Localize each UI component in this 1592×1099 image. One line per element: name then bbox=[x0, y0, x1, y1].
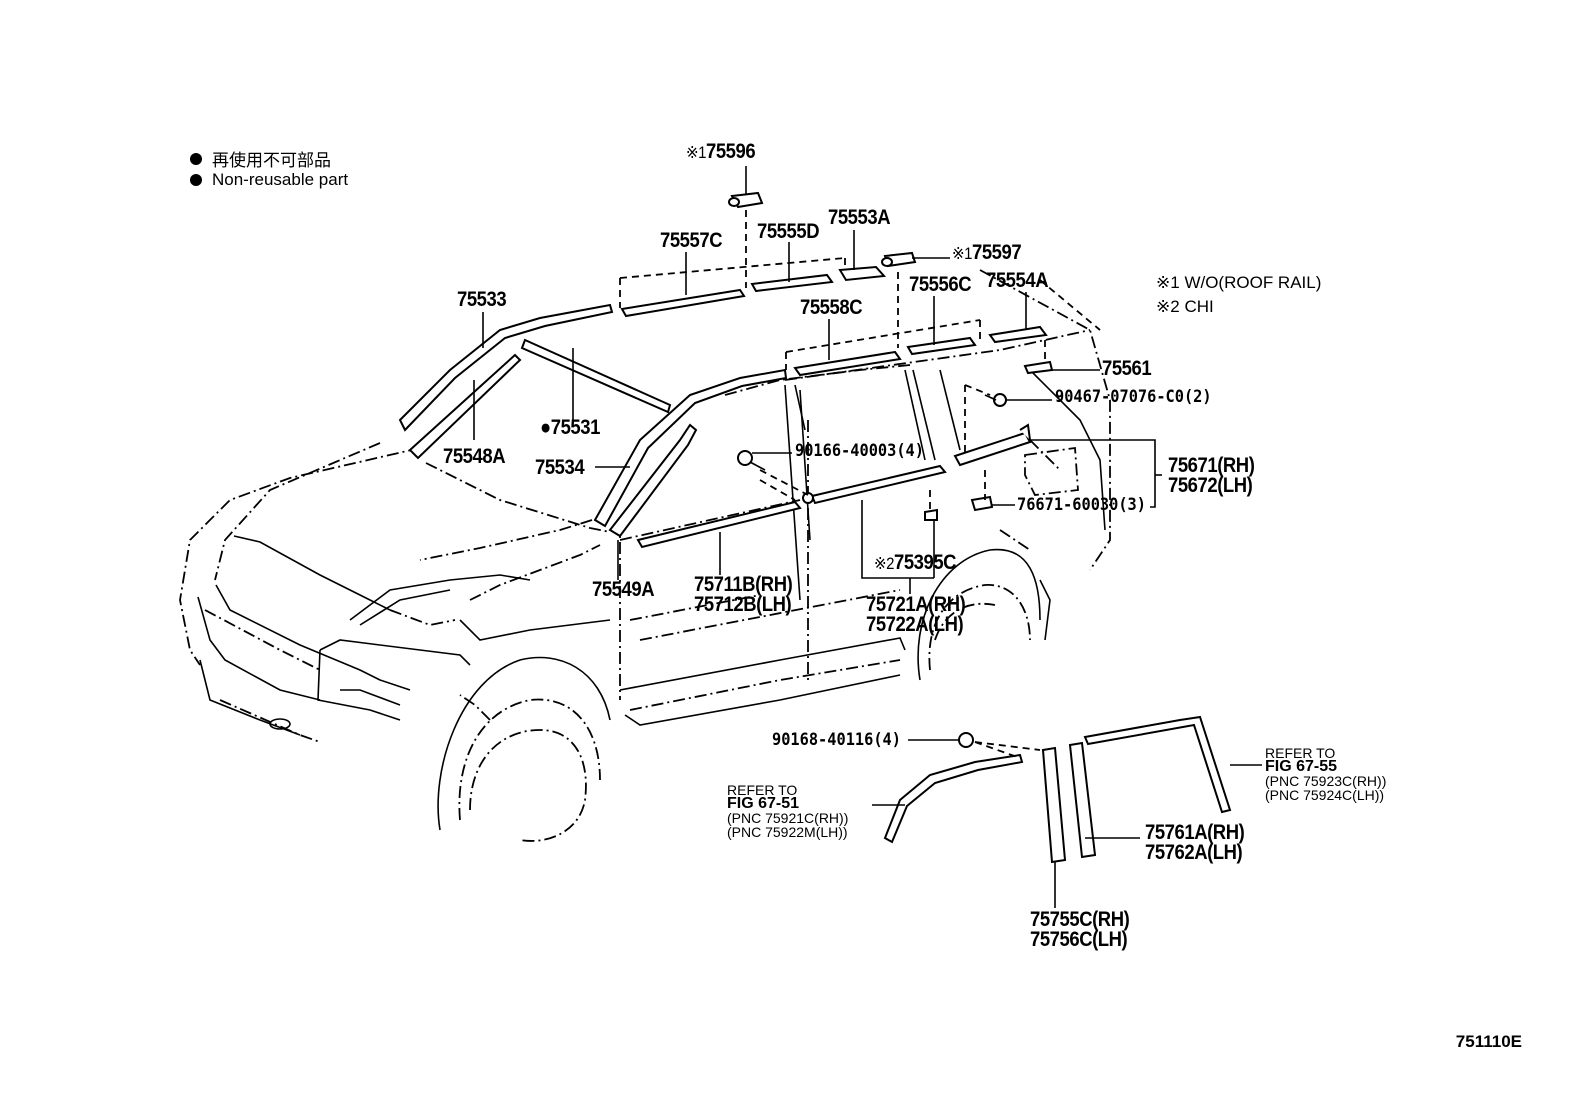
part-number-rh: 75761A(RH) bbox=[1145, 821, 1245, 844]
part-label-75561[interactable]: 75561 bbox=[1102, 357, 1152, 380]
part-number-lh: 75756C(LH) bbox=[1030, 928, 1128, 951]
part-label-75554A[interactable]: 75554A bbox=[986, 269, 1049, 292]
reference-figure: FIG 67-51 bbox=[727, 795, 800, 812]
part-number-rh: 75721A(RH) bbox=[866, 593, 966, 616]
reference-fig-67-51[interactable]: REFER TO FIG 67-51 (PNC 75921C(RH)) (PNC… bbox=[727, 783, 848, 839]
part-label-75531[interactable]: ●75531 bbox=[540, 417, 600, 438]
note-text: CHI bbox=[1184, 297, 1214, 316]
legend-text: 再使用不可部品 bbox=[212, 151, 331, 170]
part-label-75395C[interactable]: ※275395C bbox=[874, 551, 957, 574]
part-label-75596[interactable]: ※175596 bbox=[686, 140, 756, 163]
leader-lines bbox=[473, 166, 1262, 908]
note-1: ※1 W/O(ROOF RAIL) bbox=[1156, 274, 1321, 291]
reference-pnc-lh: (PNC 75922M(LH)) bbox=[727, 824, 848, 840]
note-2: ※2 CHI bbox=[1156, 298, 1214, 315]
reference-heading: REFER TO bbox=[1265, 745, 1336, 761]
part-label-75548A[interactable]: 75548A bbox=[443, 445, 506, 468]
part-number: 75395C bbox=[893, 551, 957, 574]
reference-pnc-rh: (PNC 75921C(RH)) bbox=[727, 810, 849, 826]
part-label-75721a-75722a[interactable]: 75721A(RH) 75722A(LH) bbox=[866, 593, 966, 636]
filled-circle-icon bbox=[190, 152, 202, 165]
part-label-75549A[interactable]: 75549A bbox=[592, 578, 655, 601]
filled-circle-icon bbox=[190, 174, 202, 186]
part-label-75557C[interactable]: 75557C bbox=[660, 229, 723, 252]
part-number-rh: 75711B(RH) bbox=[694, 573, 793, 596]
part-number-lh: 75762A(LH) bbox=[1145, 841, 1243, 864]
reference-figure: FIG 67-55 bbox=[1265, 758, 1338, 775]
condition-mark: ※1 bbox=[686, 143, 706, 162]
part-label-90467-07076-c0[interactable]: 90467-07076-C0(2) bbox=[1055, 387, 1212, 407]
part-number: 75596 bbox=[705, 140, 756, 163]
legend-item-en: Non-reusable part bbox=[190, 170, 348, 190]
part-number: 75597 bbox=[971, 241, 1022, 264]
part-number-rh: 75671(RH) bbox=[1168, 454, 1255, 477]
condition-mark: ※1 bbox=[952, 244, 972, 263]
note-mark: ※1 bbox=[1156, 273, 1180, 292]
part-label-75533[interactable]: 75533 bbox=[457, 288, 507, 311]
condition-mark: ※2 bbox=[874, 554, 894, 573]
part-number-lh: 75722A(LH) bbox=[866, 613, 964, 636]
reference-pnc-lh: (PNC 75924C(LH)) bbox=[1265, 787, 1385, 803]
part-label-75555D[interactable]: 75555D bbox=[757, 220, 820, 243]
part-label-75553A[interactable]: 75553A bbox=[828, 206, 891, 229]
reference-fig-67-55[interactable]: REFER TO FIG 67-55 (PNC 75923C(RH)) (PNC… bbox=[1265, 746, 1386, 802]
part-label-90166-40003[interactable]: 90166-40003(4) bbox=[795, 441, 924, 461]
part-number-lh: 75672(LH) bbox=[1168, 474, 1253, 497]
legend-text: Non-reusable part bbox=[212, 170, 349, 189]
part-number-lh: 75712B(LH) bbox=[694, 593, 792, 616]
vehicle-body-outline bbox=[179, 269, 1111, 842]
part-number-rh: 75755C(RH) bbox=[1030, 908, 1130, 931]
part-label-75761a-75762a[interactable]: 75761A(RH) 75762A(LH) bbox=[1145, 821, 1245, 864]
figure-code: 751110E bbox=[1455, 1032, 1522, 1051]
part-number: 75531 bbox=[550, 416, 601, 439]
part-label-75755c-75756c[interactable]: 75755C(RH) 75756C(LH) bbox=[1030, 908, 1130, 951]
note-text: W/O(ROOF RAIL) bbox=[1184, 273, 1322, 292]
non-reusable-icon: ● bbox=[540, 416, 551, 439]
part-label-75711b-75712b[interactable]: 75711B(RH) 75712B(LH) bbox=[694, 573, 793, 616]
part-label-76671-60030[interactable]: 76671-60030(3) bbox=[1017, 495, 1146, 515]
reference-heading: REFER TO bbox=[727, 782, 798, 798]
door-belt-mouldings bbox=[636, 360, 1054, 549]
rear-window-mouldings bbox=[883, 715, 1232, 864]
part-label-90168-40116[interactable]: 90168-40116(4) bbox=[772, 730, 901, 750]
note-mark: ※2 bbox=[1156, 297, 1180, 316]
reference-pnc-rh: (PNC 75923C(RH)) bbox=[1265, 773, 1387, 789]
part-label-75556C[interactable]: 75556C bbox=[909, 273, 972, 296]
part-label-75597[interactable]: ※175597 bbox=[952, 241, 1022, 264]
part-label-75534[interactable]: 75534 bbox=[535, 456, 585, 479]
part-label-75558C[interactable]: 75558C bbox=[800, 296, 863, 319]
part-label-75671-75672[interactable]: 75671(RH) 75672(LH) bbox=[1168, 454, 1255, 497]
legend-item-jp: 再使用不可部品 bbox=[190, 146, 331, 171]
roof-mouldings bbox=[619, 191, 1101, 377]
